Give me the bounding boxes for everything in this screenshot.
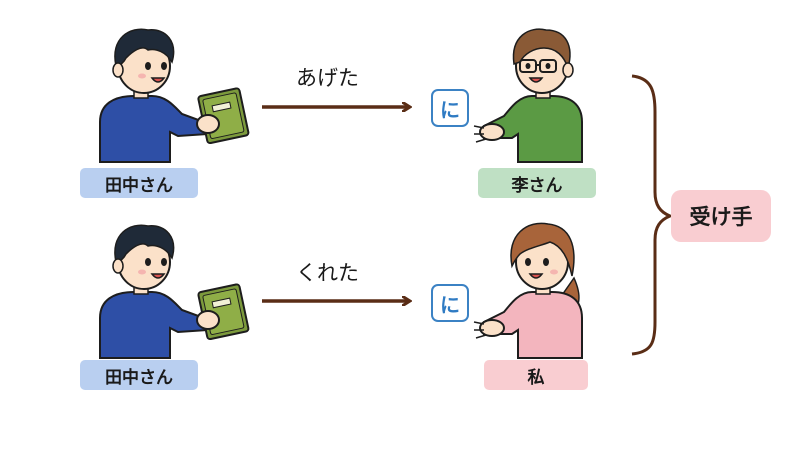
verb-row-2: くれた: [296, 261, 359, 285]
verb-row-1: あげた: [296, 66, 359, 90]
receiver-brace: [631, 74, 675, 356]
recipient-label-row-2: 私: [484, 360, 588, 390]
giver-figure-row-1: [99, 28, 250, 163]
receiver-label-box: 受け手: [671, 190, 771, 242]
giver-label-row-1: 田中さん: [80, 168, 198, 198]
recipient-figure-row-1: [473, 28, 583, 163]
particle-box-row-2: に: [431, 284, 469, 322]
recipient-label-row-1: 李さん: [478, 168, 596, 198]
particle-box-row-1: に: [431, 89, 469, 127]
recipient-figure-row-2: [473, 222, 583, 359]
giver-figure-row-2: [99, 224, 250, 359]
giver-label-row-2: 田中さん: [80, 360, 198, 390]
